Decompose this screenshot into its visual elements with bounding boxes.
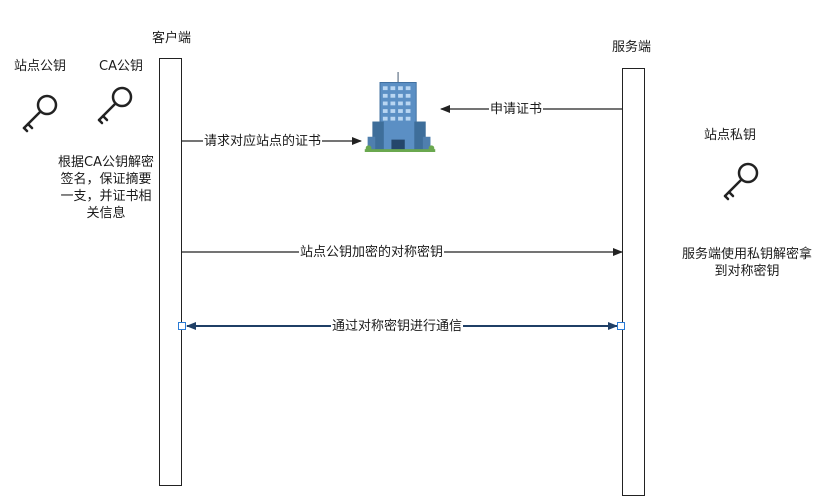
server-title: 服务端 [612, 40, 652, 55]
request-cert-label: 申请证书 [489, 101, 544, 118]
key-icon [97, 86, 133, 125]
client-lifeline[interactable] [159, 58, 182, 486]
request-site-cert-label: 请求对应站点的证书 [203, 133, 323, 150]
selection-handle[interactable] [617, 322, 625, 330]
client-note-line: 根据CA公钥解密 [58, 155, 154, 170]
server-lifeline[interactable] [622, 68, 645, 496]
key-icon [22, 94, 58, 133]
site-public-key-label: 站点公钥 [14, 59, 67, 74]
building-icon [364, 72, 436, 152]
selection-handle[interactable] [178, 322, 186, 330]
client-note-line: 一支，并证书相 [60, 189, 152, 204]
site-private-key-label: 站点私钥 [704, 128, 757, 143]
client-note-line: 签名，保证摘要 [60, 172, 152, 187]
client-title: 客户端 [152, 31, 192, 46]
encrypted-key-label: 站点公钥加密的对称密钥 [299, 244, 445, 261]
server-note-line: 服务端使用私钥解密拿 [681, 247, 812, 262]
secure-comm-label: 通过对称密钥进行通信 [331, 318, 464, 335]
key-icon [723, 162, 759, 201]
server-note: 服务端使用私钥解密拿 到对称密钥 [662, 246, 832, 280]
client-note: 根据CA公钥解密 签名，保证摘要 一支，并证书相 关信息 [50, 154, 162, 222]
ca-public-key-label: CA公钥 [99, 59, 143, 74]
server-note-line: 到对称密钥 [714, 264, 780, 279]
client-note-line: 关信息 [86, 206, 126, 221]
